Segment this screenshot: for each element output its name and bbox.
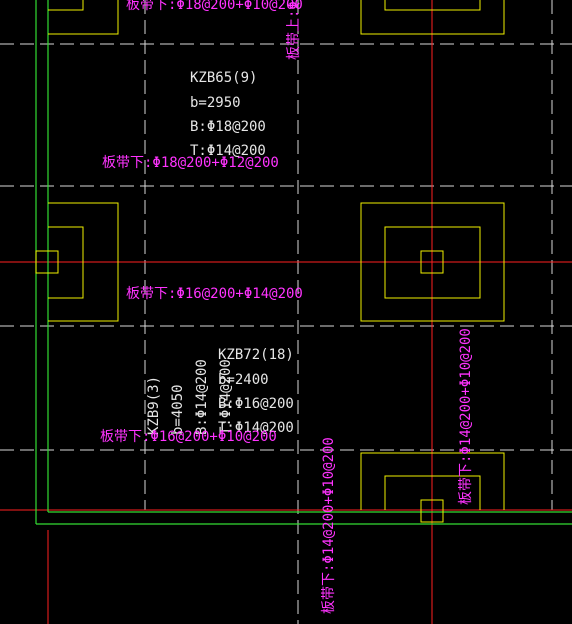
- label-kzb65[interactable]: KZB65(9) b=2950 B:Φ18@200 T:Φ14@200: [190, 70, 266, 159]
- kzb9-top: T:Φ14@200: [218, 359, 234, 435]
- column-cap-tr-outer: [360, 0, 505, 35]
- rebar-notes: 板带下:Φ18@200+Φ10@200 板带上:Φ14@200 板带下:Φ18@…: [100, 0, 474, 614]
- rebar-note-right-vertical[interactable]: 板带下:Φ14@200+Φ10@200: [458, 328, 474, 505]
- label-kzb9[interactable]: KZB9(3) b=4050 B:Φ14@200 T:Φ14@200: [146, 359, 234, 435]
- column-mr[interactable]: [420, 250, 444, 274]
- rebar-note-top-right-vertical[interactable]: 板带上:Φ14@200: [286, 0, 302, 60]
- rebar-note-bottom-vertical[interactable]: 板带下:Φ14@200+Φ10@200: [321, 437, 337, 614]
- column-cap-tl-inner: [48, 0, 84, 11]
- column-cap-ml-outer: [48, 202, 119, 322]
- slab-boundary: [35, 0, 572, 525]
- rebar-note-mid[interactable]: 板带下:Φ16@200+Φ14@200: [126, 286, 303, 302]
- column-br[interactable]: [420, 499, 444, 523]
- kzb65-bottom: B:Φ18@200: [190, 119, 266, 135]
- column-caps: [35, 0, 505, 523]
- kzb9-name: KZB9(3): [146, 376, 162, 435]
- column-cap-mr-inner: [384, 226, 481, 299]
- kzb72-name: KZB72(18): [218, 347, 294, 363]
- column-cap-mr-outer: [360, 202, 505, 322]
- column-cap-tl-outer: [48, 0, 119, 35]
- label-kzb72[interactable]: KZB72(18) b=2400 B:Φ16@200 T:Φ14@200: [218, 347, 294, 436]
- rebar-note-top-cut[interactable]: 板带下:Φ18@200+Φ10@200: [126, 0, 303, 13]
- kzb65-width: b=2950: [190, 95, 241, 111]
- kzb72-top: T:Φ14@200: [218, 420, 294, 436]
- column-cap-ml-inner: [48, 226, 84, 299]
- kzb72-width: b=2400: [218, 372, 269, 388]
- kzb65-top: T:Φ14@200: [190, 143, 266, 159]
- rebar-note-lower[interactable]: 板带下:Φ16@200+Φ10@200: [100, 429, 277, 445]
- kzb72-bottom: B:Φ16@200: [218, 396, 294, 412]
- column-cap-tr-inner: [384, 0, 481, 11]
- column-cap-br-inner: [384, 475, 481, 510]
- column-cap-br-outer: [360, 452, 505, 510]
- rebar-note-mid-upper[interactable]: 板带下:Φ18@200+Φ12@200: [102, 155, 279, 171]
- column-ml[interactable]: [35, 250, 59, 274]
- kzb65-name: KZB65(9): [190, 70, 257, 86]
- kzb9-width: b=4050: [170, 384, 186, 435]
- kzb9-bottom: B:Φ14@200: [194, 359, 210, 435]
